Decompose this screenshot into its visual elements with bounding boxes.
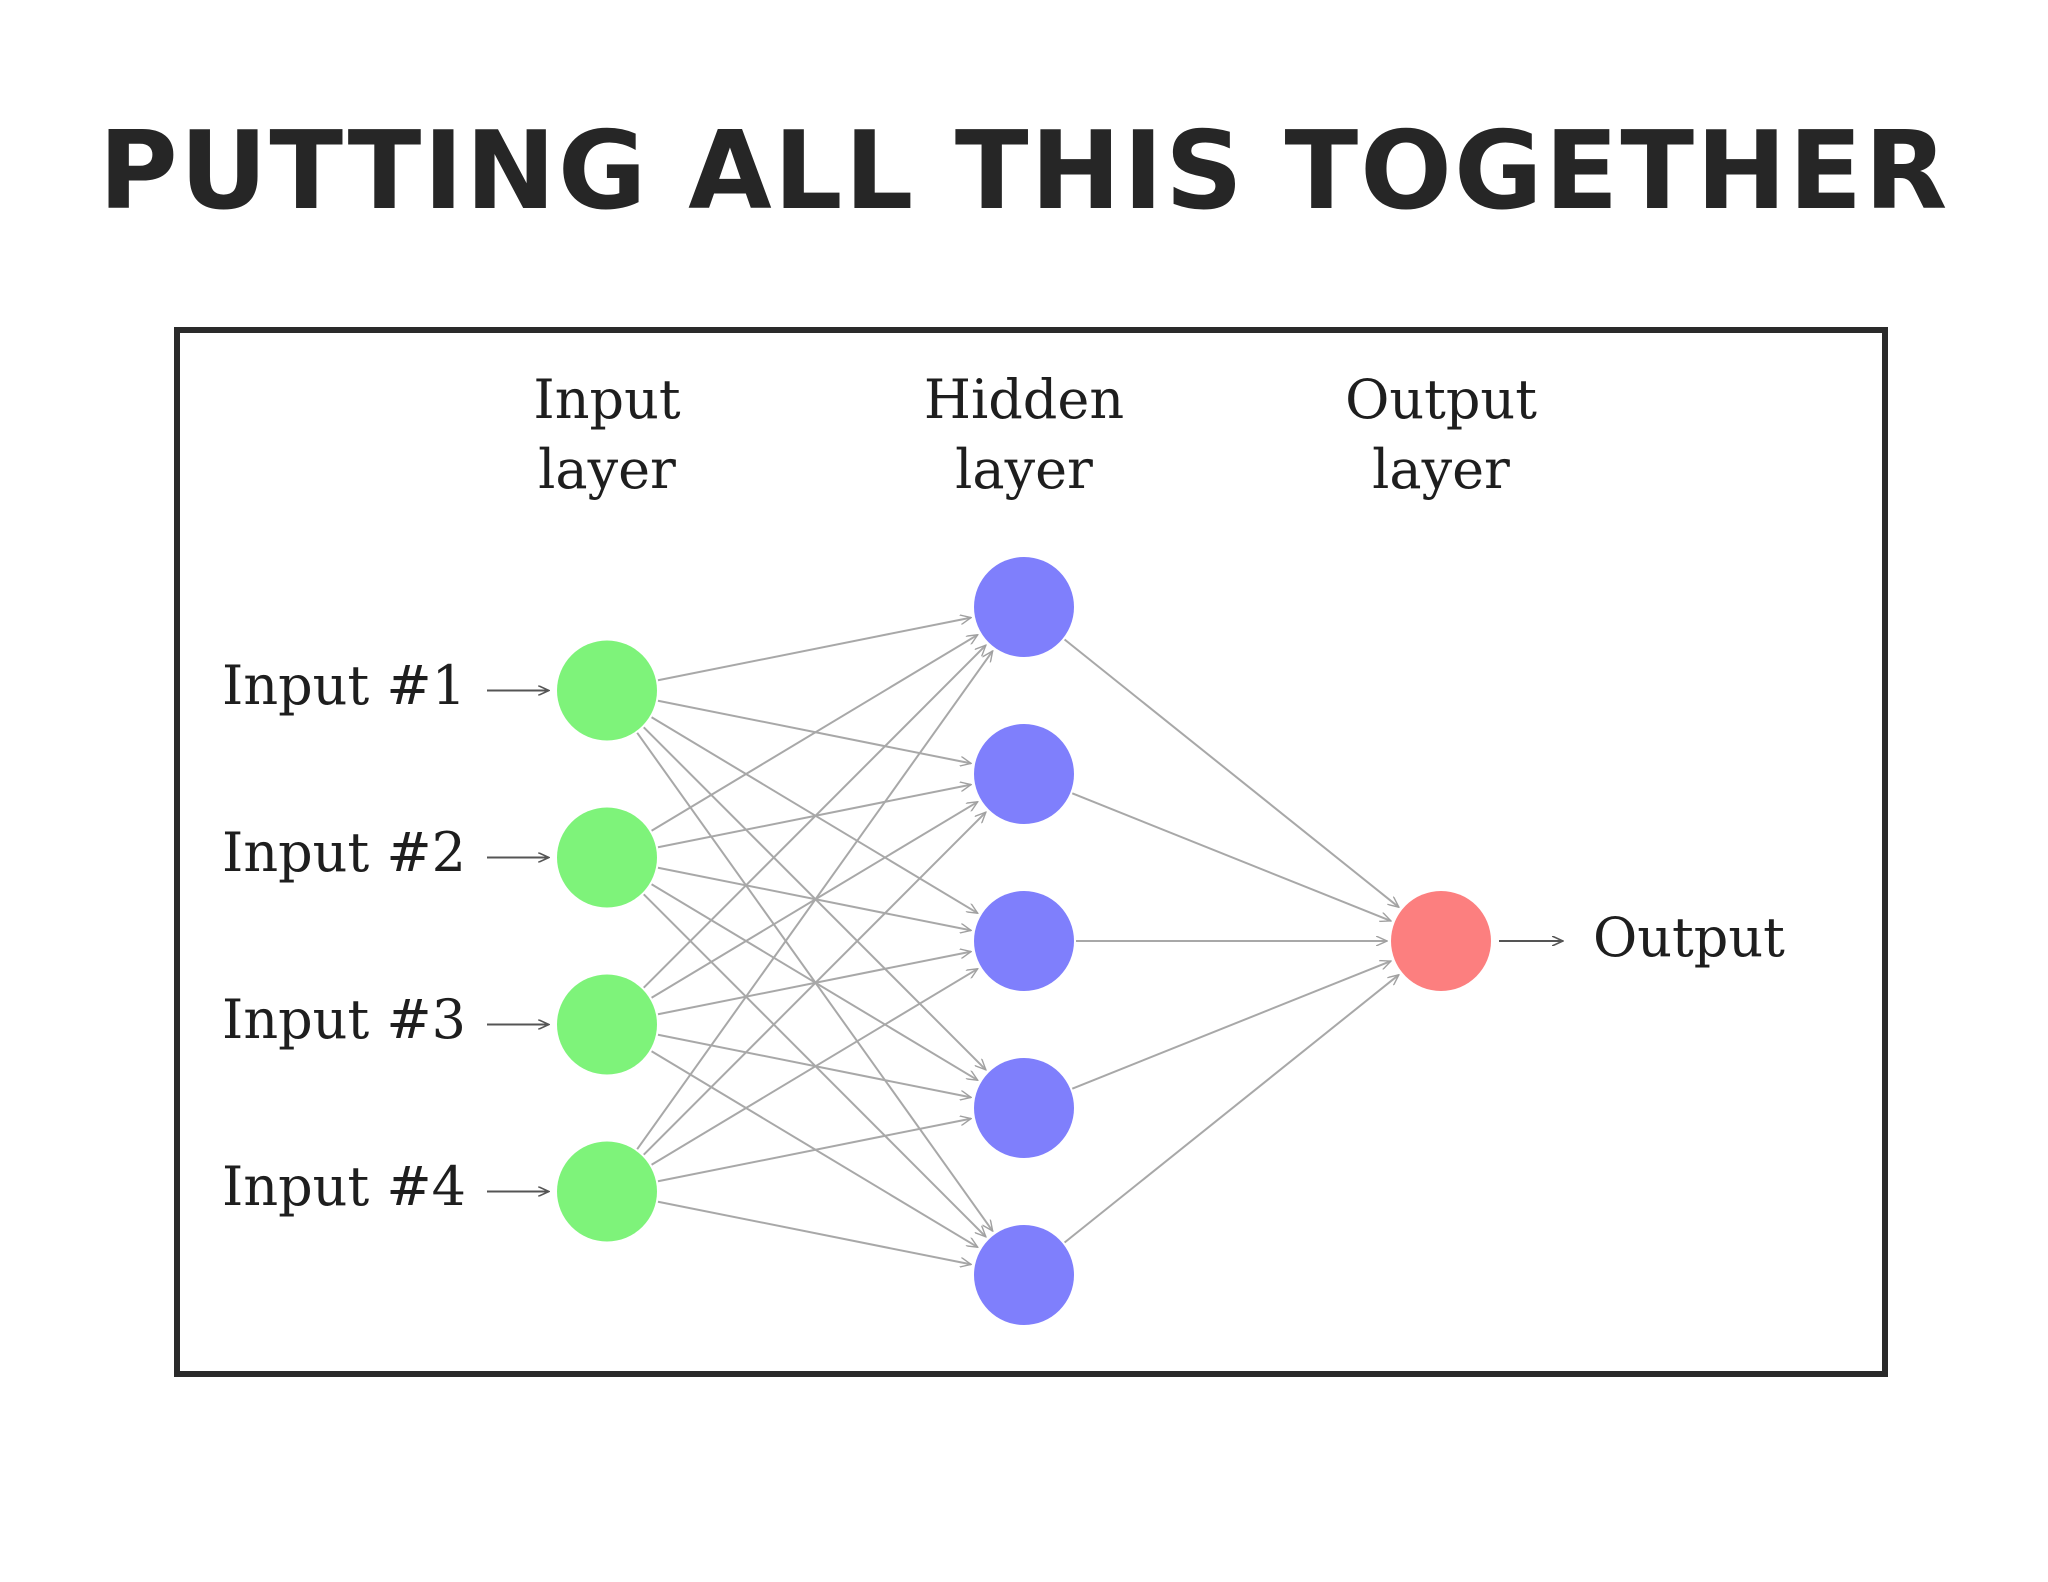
input-label-3: Input #3 bbox=[222, 988, 466, 1051]
connection-edges bbox=[636, 618, 1399, 1265]
input-node-2 bbox=[557, 807, 657, 908]
hidden-node-5 bbox=[974, 1225, 1074, 1325]
input-layer-header-line2: layer bbox=[538, 438, 676, 501]
edge-input-3-to-hidden-1 bbox=[643, 645, 986, 989]
input-label-1: Input #1 bbox=[222, 654, 466, 717]
output-node-1 bbox=[1391, 891, 1491, 991]
hidden-node-1 bbox=[974, 557, 1074, 657]
hidden-node-3 bbox=[974, 891, 1074, 991]
hidden-layer-header-line2: layer bbox=[955, 438, 1093, 501]
input-layer-header-line1: Input bbox=[533, 368, 680, 431]
output-layer-header-line1: Output bbox=[1345, 368, 1537, 431]
input-node-1 bbox=[557, 640, 657, 741]
input-label-2: Input #2 bbox=[222, 821, 466, 884]
edge-input-4-to-hidden-2 bbox=[643, 812, 986, 1156]
edge-hidden-1-to-output-1 bbox=[1063, 638, 1399, 908]
page-title: PUTTING ALL THIS TOGETHER bbox=[98, 109, 1950, 234]
edge-input-4-to-hidden-3 bbox=[651, 969, 978, 1166]
input-label-4: Input #4 bbox=[222, 1155, 466, 1218]
diagram-frame bbox=[174, 327, 1888, 1377]
edge-input-4-to-hidden-5 bbox=[657, 1200, 971, 1265]
edge-input-4-to-hidden-1 bbox=[636, 651, 992, 1150]
edge-hidden-5-to-output-1 bbox=[1063, 975, 1399, 1244]
io-arrows bbox=[487, 691, 1563, 1192]
hidden-layer-header-line1: Hidden bbox=[924, 368, 1124, 431]
edge-hidden-2-to-output-1 bbox=[1071, 792, 1391, 921]
network-nodes bbox=[557, 557, 1491, 1325]
edge-input-1-to-hidden-1 bbox=[657, 618, 971, 682]
hidden-node-4 bbox=[974, 1058, 1074, 1158]
output-layer-header-line2: layer bbox=[1372, 438, 1510, 501]
edge-hidden-4-to-output-1 bbox=[1071, 961, 1391, 1090]
input-node-4 bbox=[557, 1141, 657, 1242]
input-node-3 bbox=[557, 974, 657, 1075]
hidden-node-2 bbox=[974, 724, 1074, 824]
edge-input-4-to-hidden-4 bbox=[657, 1119, 971, 1183]
edge-input-2-to-hidden-1 bbox=[651, 635, 978, 832]
output-label: Output bbox=[1593, 906, 1785, 969]
